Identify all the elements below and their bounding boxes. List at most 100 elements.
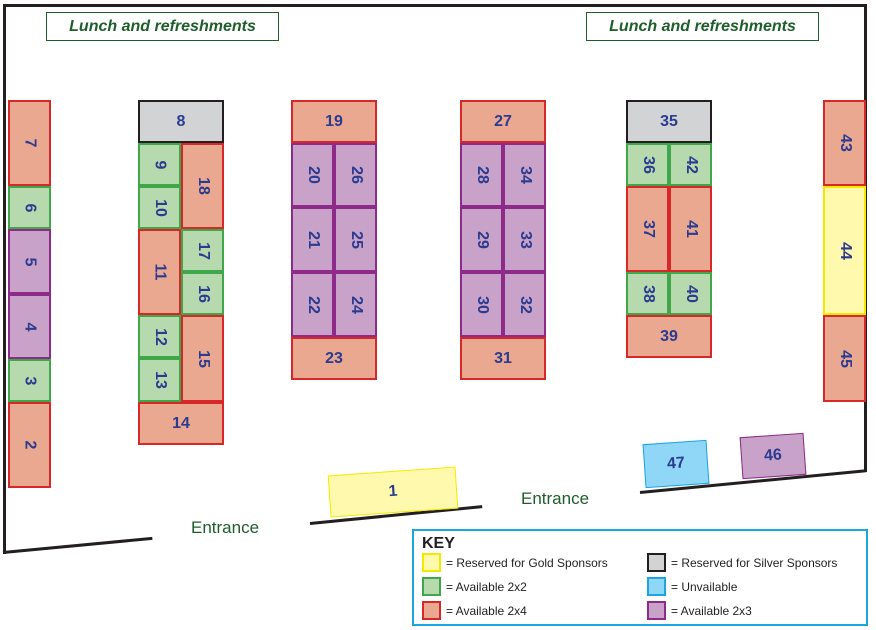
booth-2[interactable]: 2 <box>8 402 51 488</box>
booth-23[interactable]: 23 <box>291 337 377 380</box>
booth-number: 30 <box>473 295 491 314</box>
booth-4[interactable]: 4 <box>8 294 51 359</box>
booth-number: 24 <box>347 295 365 314</box>
booth-number: 5 <box>21 257 39 266</box>
booth-number: 27 <box>494 112 512 130</box>
booth-number: 37 <box>639 220 657 238</box>
booth-27[interactable]: 27 <box>460 100 546 143</box>
booth-number: 47 <box>666 454 686 473</box>
booth-number: 22 <box>304 295 322 314</box>
legend-label: = Reserved for Gold Sponsors <box>446 555 608 570</box>
booth-number: 8 <box>176 112 186 130</box>
legend-swatch <box>647 601 666 620</box>
legend-item-avail2x4: = Available 2x4 <box>422 601 527 620</box>
booth-number: 20 <box>304 166 322 184</box>
booth-35[interactable]: 35 <box>626 100 712 143</box>
booth-number: 9 <box>151 160 169 169</box>
legend-label: = Unvailable <box>671 579 738 594</box>
booth-26[interactable]: 26 <box>334 143 377 207</box>
lunch-area-right: Lunch and refreshments <box>586 12 819 41</box>
booth-number: 42 <box>682 155 700 174</box>
booth-number: 15 <box>194 349 212 368</box>
legend-label: = Available 2x2 <box>446 579 527 594</box>
booth-28[interactable]: 28 <box>460 143 503 207</box>
booth-number: 29 <box>473 230 491 249</box>
booth-44[interactable]: 44 <box>823 186 866 315</box>
booth-39[interactable]: 39 <box>626 315 712 358</box>
booth-number: 41 <box>682 220 700 238</box>
booth-number: 46 <box>763 446 783 465</box>
legend-swatch <box>422 553 441 572</box>
booth-9[interactable]: 9 <box>138 143 181 186</box>
booth-number: 3 <box>21 376 39 385</box>
booth-7[interactable]: 7 <box>8 100 51 186</box>
booth-18[interactable]: 18 <box>181 143 224 229</box>
booth-20[interactable]: 20 <box>291 143 334 207</box>
entrance-label-left: Entrance <box>191 518 260 537</box>
booth-37[interactable]: 37 <box>626 186 669 272</box>
legend-swatch <box>422 577 441 596</box>
booth-number: 11 <box>151 263 169 281</box>
booth-number: 26 <box>347 166 365 184</box>
booth-number: 13 <box>151 371 169 389</box>
booth-number: 40 <box>682 284 700 303</box>
booth-33[interactable]: 33 <box>503 207 546 272</box>
booth-5[interactable]: 5 <box>8 229 51 294</box>
legend-item-silver: = Reserved for Silver Sponsors <box>647 553 837 572</box>
booth-number: 33 <box>516 230 534 249</box>
booth-number: 36 <box>639 155 657 174</box>
booth-number: 44 <box>836 241 854 260</box>
booth-number: 25 <box>347 230 365 249</box>
wall-left <box>3 4 6 554</box>
booth-11[interactable]: 11 <box>138 229 181 315</box>
booth-12[interactable]: 12 <box>138 315 181 358</box>
booth-number: 21 <box>304 230 322 249</box>
legend-swatch <box>647 577 666 596</box>
booth-22[interactable]: 22 <box>291 272 334 337</box>
booth-24[interactable]: 24 <box>334 272 377 337</box>
booth-29[interactable]: 29 <box>460 207 503 272</box>
booth-43[interactable]: 43 <box>823 100 866 186</box>
entrance-label-right: Entrance <box>521 489 590 508</box>
booth-38[interactable]: 38 <box>626 272 669 315</box>
booth-41[interactable]: 41 <box>669 186 712 272</box>
booth-19[interactable]: 19 <box>291 100 377 143</box>
booth-number: 34 <box>516 166 534 184</box>
booth-13[interactable]: 13 <box>138 358 181 402</box>
lunch-area-left: Lunch and refreshments <box>46 12 279 41</box>
booth-17[interactable]: 17 <box>181 229 224 272</box>
booth-14[interactable]: 14 <box>138 402 224 445</box>
booth-40[interactable]: 40 <box>669 272 712 315</box>
booth-42[interactable]: 42 <box>669 143 712 186</box>
booth-46[interactable]: 46 <box>739 432 807 480</box>
booth-34[interactable]: 34 <box>503 143 546 207</box>
booth-number: 35 <box>660 112 678 130</box>
booth-1[interactable]: 1 <box>327 466 459 518</box>
booth-3[interactable]: 3 <box>8 359 51 402</box>
legend-label: = Reserved for Silver Sponsors <box>671 555 838 570</box>
legend-item-avail2x3: = Available 2x3 <box>647 601 752 620</box>
booth-32[interactable]: 32 <box>503 272 546 337</box>
booth-number: 16 <box>194 284 212 303</box>
wall-bottom-left <box>2 536 153 554</box>
booth-number: 14 <box>172 414 190 432</box>
booth-6[interactable]: 6 <box>8 186 51 229</box>
booth-number: 10 <box>151 198 169 217</box>
legend-item-avail2x2: = Available 2x2 <box>422 577 527 596</box>
booth-31[interactable]: 31 <box>460 337 546 380</box>
booth-45[interactable]: 45 <box>823 315 866 402</box>
booth-47[interactable]: 47 <box>642 439 710 489</box>
booth-number: 6 <box>21 203 39 212</box>
booth-number: 43 <box>836 134 854 152</box>
booth-8[interactable]: 8 <box>138 100 224 143</box>
booth-30[interactable]: 30 <box>460 272 503 337</box>
booth-number: 19 <box>325 112 343 130</box>
booth-21[interactable]: 21 <box>291 207 334 272</box>
booth-36[interactable]: 36 <box>626 143 669 186</box>
legend-label: = Available 2x4 <box>446 603 527 618</box>
booth-15[interactable]: 15 <box>181 315 224 402</box>
booth-25[interactable]: 25 <box>334 207 377 272</box>
booth-number: 23 <box>325 349 343 367</box>
booth-16[interactable]: 16 <box>181 272 224 315</box>
booth-10[interactable]: 10 <box>138 186 181 229</box>
